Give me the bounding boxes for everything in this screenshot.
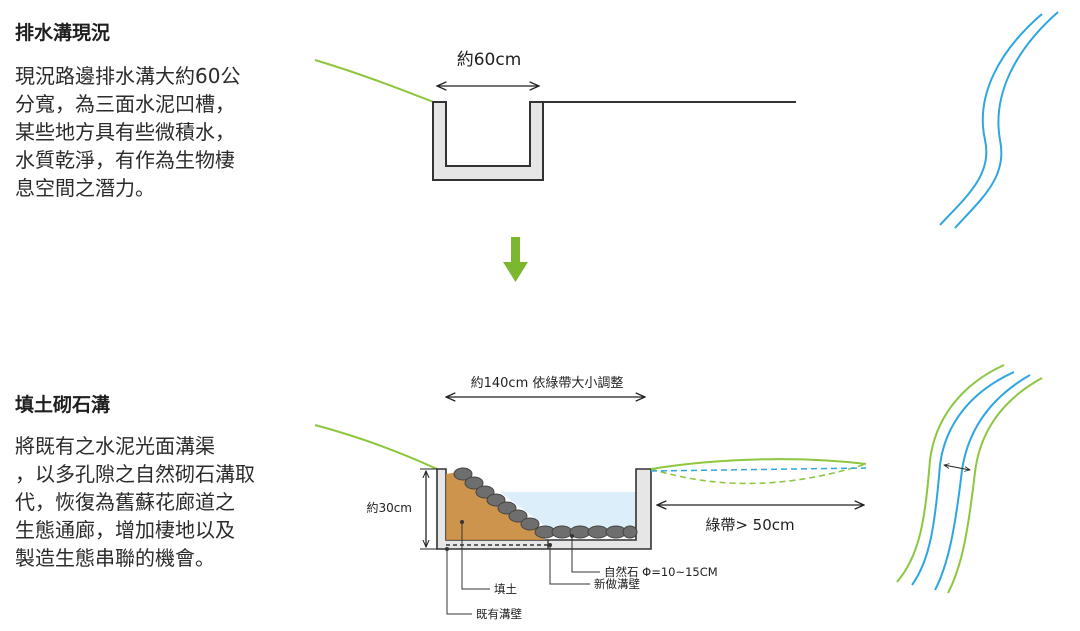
current-section-description: 現況路邊排水溝大約60公 分寬，為三面水泥凹槽， 某些地方具有些微積水， 水質乾…	[15, 62, 300, 202]
green-belt-edge-line	[947, 377, 1043, 594]
current-grass-slope	[314, 59, 437, 104]
proposed-desc-line: ，以多孔隙之自然砌石溝取	[15, 462, 255, 486]
transition-arrow-icon	[503, 237, 528, 282]
proposed-desc-line: 生態通廊，增加棲地以及	[15, 518, 235, 542]
water-area	[500, 492, 636, 528]
callout-dot	[445, 547, 449, 551]
green-belt-surface	[650, 458, 867, 470]
current-desc-line: 分寬，為三面水泥凹槽，	[15, 92, 235, 116]
water-edge-line	[954, 11, 1059, 229]
green-belt-label: 綠帶> 50cm	[705, 516, 794, 534]
new-wall-label: 新做溝壁	[594, 577, 640, 591]
current-ditch-section: 約60cm	[314, 50, 796, 181]
existing-wall-label: 既有溝壁	[476, 607, 522, 621]
green-belt-water-level	[650, 467, 867, 472]
current-desc-line: 息空間之潛力。	[15, 176, 155, 200]
callout-dot	[548, 543, 552, 547]
current-concrete-channel	[432, 101, 544, 181]
proposed-desc-line: 製造生態串聯的機會。	[15, 546, 215, 570]
proposed-ditch-section: 約140cm 依綠帶大小調整 約30cm	[314, 376, 867, 621]
current-plan-view	[939, 11, 1059, 229]
callout-dot	[570, 534, 574, 538]
proposed-width-label: 約140cm 依綠帶大小調整	[471, 376, 624, 391]
current-desc-line: 水質乾淨，有作為生物棲	[15, 148, 235, 172]
plan-width-arrow	[944, 465, 970, 470]
proposed-desc-line: 代，恢復為舊蘇花廊道之	[15, 490, 235, 514]
green-belt-dashed-curve	[650, 463, 867, 485]
callout-dot	[460, 520, 464, 524]
proposed-section-heading: 填土砌石溝	[15, 394, 111, 416]
current-section-heading: 排水溝現況	[15, 22, 111, 44]
callout-leaders	[446, 522, 600, 615]
current-desc-line: 現況路邊排水溝大約60公	[15, 64, 241, 88]
water-edge-line	[939, 13, 1043, 226]
fill-soil-label: 填土	[494, 582, 517, 596]
water-edge-line	[911, 371, 1015, 586]
depth-label: 約30cm	[366, 500, 412, 515]
proposed-section-description: 將既有之水泥光面溝渠 ，以多孔隙之自然砌石溝取 代，恢復為舊蘇花廊道之 生態通廊…	[15, 432, 300, 572]
current-width-label: 約60cm	[457, 50, 522, 70]
green-belt-edge-line	[896, 364, 1005, 583]
proposed-plan-view	[896, 364, 1043, 594]
proposed-grass-slope	[314, 424, 438, 470]
natural-stone-label: 自然石 Φ=10~15CM	[604, 565, 718, 579]
natural-stones	[453, 467, 638, 539]
proposed-desc-line: 將既有之水泥光面溝渠	[15, 434, 215, 458]
water-edge-line	[934, 374, 1031, 591]
current-desc-line: 某些地方具有些微積水，	[15, 120, 235, 144]
